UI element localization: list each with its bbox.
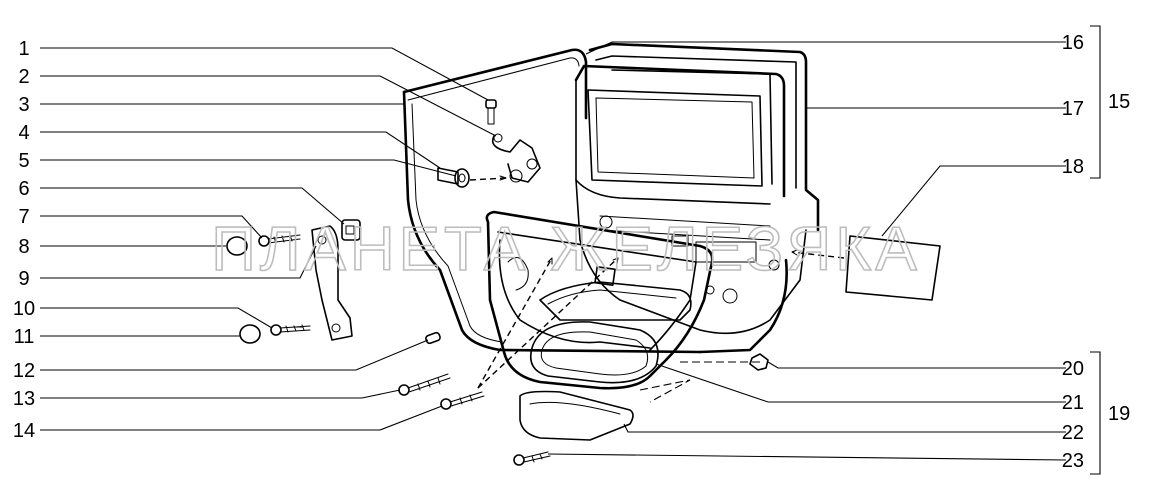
group-brackets [1090, 25, 1101, 475]
callout-6: 6 [18, 178, 29, 200]
bolt-washer [437, 167, 470, 188]
callout-1: 1 [18, 38, 29, 60]
clip-6 [341, 219, 361, 241]
callouts-right: 16 17 18 20 21 22 23 [1062, 32, 1084, 472]
screw-1 [485, 99, 497, 125]
watermark: ПЛАНЕТА ЖЕЛЕЗЯКА [211, 215, 920, 284]
group-15: 15 [1108, 91, 1130, 113]
callout-2: 2 [18, 66, 29, 88]
callout-18: 18 [1062, 156, 1084, 178]
callout-17: 17 [1062, 98, 1084, 120]
screw-10 [270, 324, 311, 336]
plug-8 [226, 236, 248, 256]
insulation-pad [845, 235, 941, 301]
callouts-left: 1 2 3 4 5 6 7 8 9 10 11 12 13 14 [13, 38, 35, 442]
callout-3: 3 [18, 94, 29, 116]
group-19: 19 [1108, 403, 1130, 425]
screw-14 [440, 391, 485, 410]
screw-7 [258, 234, 301, 247]
callout-21: 21 [1062, 392, 1084, 414]
callout-14: 14 [13, 420, 35, 442]
callout-20: 20 [1062, 358, 1084, 380]
callout-12: 12 [13, 360, 35, 382]
plug-11 [239, 324, 261, 344]
assembly-lines [469, 175, 845, 403]
lock-bracket [491, 133, 541, 183]
callout-10: 10 [13, 298, 35, 320]
screw-13 [398, 373, 451, 396]
callout-23: 23 [1062, 450, 1084, 472]
group-labels: 15 19 [1108, 91, 1130, 425]
nut-20 [749, 353, 769, 371]
callout-5: 5 [18, 150, 29, 172]
leader-lines [40, 41, 1067, 461]
door-pull-handle [311, 225, 353, 341]
callout-13: 13 [13, 388, 35, 410]
screw-23 [513, 451, 551, 466]
callout-4: 4 [18, 122, 29, 144]
callout-11: 11 [14, 326, 35, 348]
callout-9: 9 [18, 268, 29, 290]
callout-16: 16 [1062, 32, 1084, 54]
callout-8: 8 [18, 236, 29, 258]
door-trim-panel [485, 210, 714, 390]
callout-22: 22 [1062, 422, 1084, 444]
callout-7: 7 [18, 206, 29, 228]
pin-12 [425, 331, 441, 345]
pocket-cover [519, 390, 634, 441]
door-frame [574, 42, 820, 335]
